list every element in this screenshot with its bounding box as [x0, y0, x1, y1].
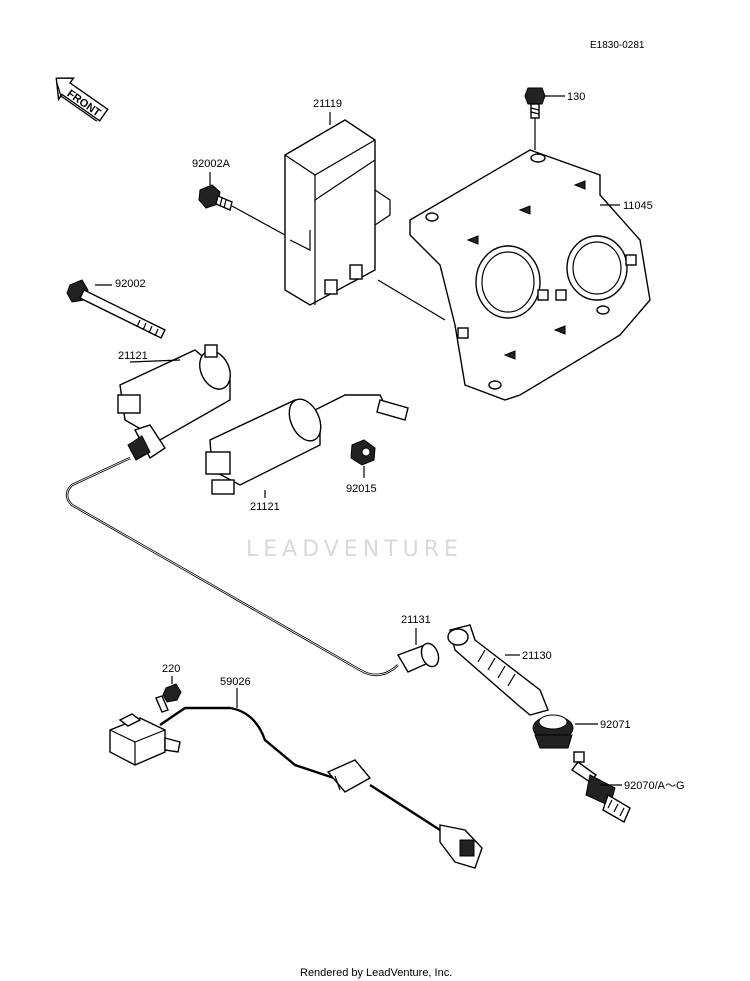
- diagram-code: E1830-0281: [590, 40, 645, 51]
- ignition-coil-lower: [205, 394, 409, 495]
- label-92071: 92071: [600, 719, 631, 731]
- label-92070: 92070/A～G: [624, 780, 685, 792]
- label-130: 130: [567, 91, 585, 103]
- bolt-92002A: [198, 172, 286, 236]
- nut-92015: [350, 439, 376, 478]
- spark-plug-cap-21130: [447, 624, 549, 716]
- watermark: LEADVENTURE: [246, 537, 463, 562]
- label-92002A: 92002A: [192, 158, 231, 170]
- bracket-11045: [377, 149, 651, 401]
- label-21121-bottom: 21121: [250, 501, 280, 513]
- label-21119: 21119: [313, 98, 342, 110]
- label-21130: 21130: [522, 650, 552, 662]
- label-92015: 92015: [346, 483, 377, 495]
- ignition-coil-upper: [117, 344, 231, 461]
- footer-credit: Rendered by LeadVenture, Inc.: [300, 967, 452, 979]
- bolt-220: [155, 676, 182, 713]
- high-tension-lead: [65, 456, 399, 677]
- pickup-coil-59026: [109, 688, 483, 869]
- label-21121-top: 21121: [118, 350, 148, 362]
- seal-92071: [532, 714, 598, 749]
- bolt-92002: [66, 279, 166, 339]
- label-92002: 92002: [115, 278, 146, 290]
- label-11045: 11045: [623, 200, 653, 212]
- spark-plug-92070: [570, 751, 631, 823]
- label-59026: 59026: [220, 676, 251, 688]
- bolt-130: [524, 87, 565, 150]
- label-220: 220: [162, 663, 180, 675]
- label-21131: 21131: [401, 614, 431, 626]
- front-arrow-icon: FRONT: [55, 77, 109, 122]
- cap-21131: [396, 628, 440, 673]
- igniter-21119: [284, 119, 391, 306]
